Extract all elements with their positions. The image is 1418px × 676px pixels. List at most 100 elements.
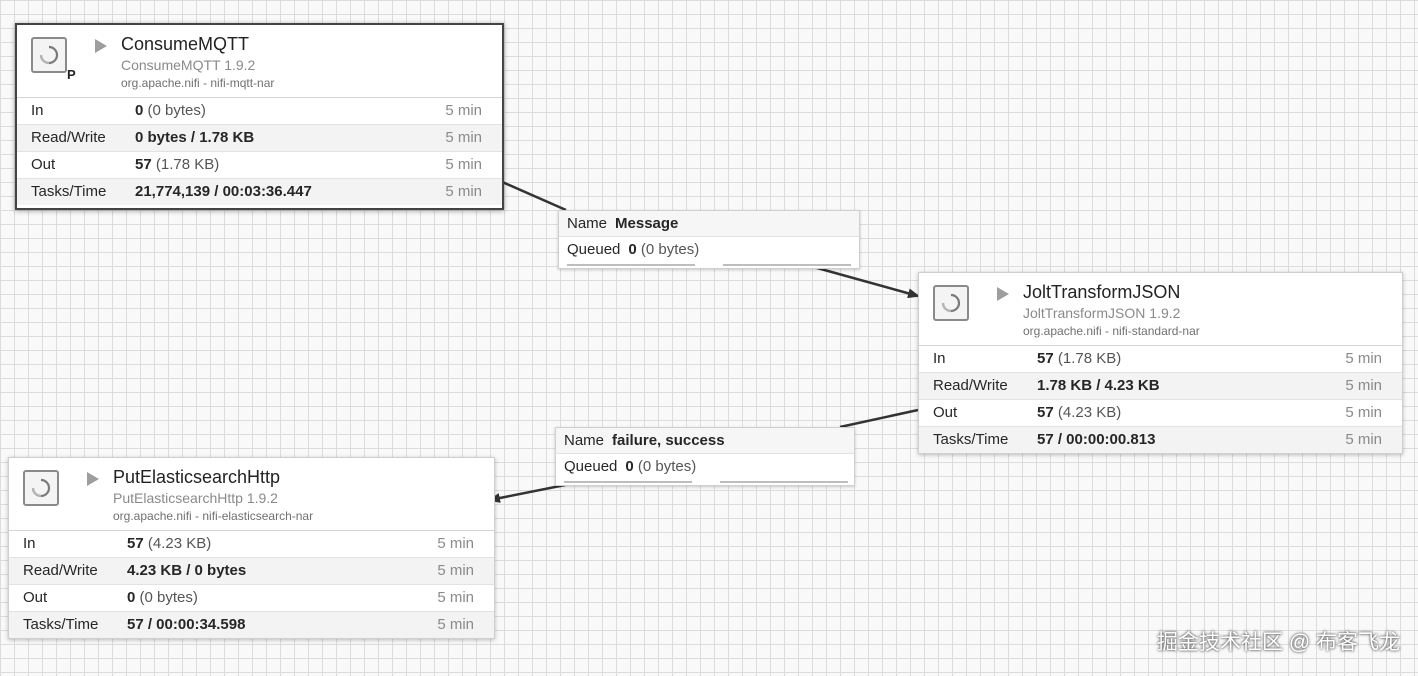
processor-type: JoltTransformJSON 1.9.2	[1023, 305, 1181, 321]
stat-time: 5 min	[1345, 350, 1382, 367]
processor-stats: In 57 (4.23 KB) 5 min Read/Write 4.23 KB…	[9, 530, 494, 638]
processor-icon	[23, 470, 59, 506]
stat-detail: (0 bytes)	[147, 102, 206, 119]
processor-bundle: org.apache.nifi - nifi-elasticsearch-nar	[113, 509, 314, 523]
connection-queued-row: Queued 0 (0 bytes)	[559, 237, 859, 262]
stat-time: 5 min	[437, 562, 474, 579]
processor-stats: In 0 (0 bytes) 5 min Read/Write 0 bytes …	[17, 97, 502, 205]
run-state-icon[interactable]	[95, 39, 107, 53]
stat-value: 0	[127, 589, 136, 606]
stat-time: 5 min	[1345, 404, 1382, 421]
stat-row-readwrite: Read/Write 4.23 KB / 0 bytes 5 min	[9, 558, 494, 585]
stat-label: Read/Write	[23, 562, 98, 579]
stat-row-out: Out 57 (1.78 KB) 5 min	[17, 152, 502, 179]
processor-bundle: org.apache.nifi - nifi-mqtt-nar	[121, 76, 275, 90]
connection-queued-detail: (0 bytes)	[640, 241, 700, 258]
stat-label: In	[933, 350, 946, 367]
stat-value: 57 / 00:00:00.813	[1037, 431, 1156, 448]
connection-queued-label: Queued	[564, 458, 618, 475]
stat-value: 4.23 KB / 0 bytes	[127, 562, 247, 579]
stat-label: Out	[31, 156, 56, 173]
stat-value: 57	[1037, 404, 1054, 421]
stat-row-in: In 0 (0 bytes) 5 min	[17, 98, 502, 125]
processor-bundle: org.apache.nifi - nifi-standard-nar	[1023, 324, 1200, 338]
watermark: 掘金技术社区 @ 布客飞龙	[1157, 631, 1400, 654]
stat-time: 5 min	[1345, 431, 1382, 448]
connection-name-row: Name Message	[559, 211, 859, 237]
stat-value: 57	[127, 535, 144, 552]
processor-name: ConsumeMQTT	[121, 34, 250, 54]
connection-queued-count: 0	[628, 241, 637, 258]
connection-queued-label: Queued	[567, 241, 621, 258]
stat-time: 5 min	[445, 183, 482, 200]
stat-value: 1.78 KB / 4.23 KB	[1037, 377, 1160, 394]
stat-value: 57	[135, 156, 152, 173]
stat-detail: (0 bytes)	[139, 589, 198, 606]
processor-consumemqtt[interactable]: P ConsumeMQTT ConsumeMQTT 1.9.2 org.apac…	[15, 23, 504, 210]
processor-header: PutElasticsearchHttp PutElasticsearchHtt…	[9, 458, 494, 530]
connection-line-message-a[interactable]	[499, 179, 567, 212]
connection-queued-count: 0	[625, 458, 634, 475]
stat-label: Out	[23, 589, 48, 606]
backpressure-bars	[556, 479, 854, 485]
processor-putelasticsearchhttp[interactable]: PutElasticsearchHttp PutElasticsearchHtt…	[8, 457, 495, 639]
stat-time: 5 min	[445, 156, 482, 173]
stat-label: Out	[933, 404, 958, 421]
stat-row-in: In 57 (4.23 KB) 5 min	[9, 531, 494, 558]
stat-label: In	[23, 535, 36, 552]
stat-label: Tasks/Time	[933, 431, 1009, 448]
stat-value: 57	[1037, 350, 1054, 367]
stat-row-tasks: Tasks/Time 21,774,139 / 00:03:36.447 5 m…	[17, 179, 502, 205]
stat-label: Read/Write	[933, 377, 1008, 394]
connection-label-message[interactable]: Name Message Queued 0 (0 bytes)	[558, 210, 860, 269]
processor-jolttransformjson[interactable]: JoltTransformJSON JoltTransformJSON 1.9.…	[918, 272, 1403, 454]
connection-line-message-b[interactable]	[809, 264, 920, 299]
run-state-icon[interactable]	[87, 472, 99, 486]
processor-type: ConsumeMQTT 1.9.2	[121, 57, 256, 73]
processor-stats: In 57 (1.78 KB) 5 min Read/Write 1.78 KB…	[919, 345, 1402, 453]
stat-detail: (4.23 KB)	[147, 535, 212, 552]
processor-type: PutElasticsearchHttp 1.9.2	[113, 490, 278, 506]
stat-row-out: Out 0 (0 bytes) 5 min	[9, 585, 494, 612]
stat-row-in: In 57 (1.78 KB) 5 min	[919, 346, 1402, 373]
stat-label: Tasks/Time	[23, 616, 99, 633]
stat-value: 0	[135, 102, 144, 119]
stat-value: 0 bytes / 1.78 KB	[135, 129, 255, 146]
stat-detail: (4.23 KB)	[1057, 404, 1122, 421]
connection-name-row: Name failure, success	[556, 428, 854, 454]
stat-row-readwrite: Read/Write 1.78 KB / 4.23 KB 5 min	[919, 373, 1402, 400]
stat-label: Tasks/Time	[31, 183, 107, 200]
processor-header: P ConsumeMQTT ConsumeMQTT 1.9.2 org.apac…	[17, 25, 502, 97]
connection-line-failure-b[interactable]	[488, 482, 571, 503]
stat-time: 5 min	[437, 535, 474, 552]
processor-header: JoltTransformJSON JoltTransformJSON 1.9.…	[919, 273, 1402, 345]
stat-value: 57 / 00:00:34.598	[127, 616, 246, 633]
connection-name-label: Name	[567, 215, 608, 232]
processor-name: PutElasticsearchHttp	[113, 467, 281, 487]
processor-icon	[31, 37, 67, 73]
connection-name-label: Name	[564, 432, 605, 449]
stat-row-tasks: Tasks/Time 57 / 00:00:34.598 5 min	[9, 612, 494, 638]
processor-icon	[933, 285, 969, 321]
stat-time: 5 min	[445, 102, 482, 119]
stat-value: 21,774,139 / 00:03:36.447	[135, 183, 312, 200]
connection-name-value: Message	[615, 215, 679, 232]
stat-label: In	[31, 102, 44, 119]
stat-time: 5 min	[445, 129, 482, 146]
stat-row-readwrite: Read/Write 0 bytes / 1.78 KB 5 min	[17, 125, 502, 152]
connection-name-value: failure, success	[612, 432, 725, 449]
stat-time: 5 min	[1345, 377, 1382, 394]
connection-line-failure-a[interactable]	[839, 408, 919, 429]
stat-row-out: Out 57 (4.23 KB) 5 min	[919, 400, 1402, 427]
primary-node-badge: P	[67, 67, 76, 82]
stat-time: 5 min	[437, 589, 474, 606]
stat-row-tasks: Tasks/Time 57 / 00:00:00.813 5 min	[919, 427, 1402, 453]
stat-detail: (1.78 KB)	[155, 156, 220, 173]
stat-time: 5 min	[437, 616, 474, 633]
stat-detail: (1.78 KB)	[1057, 350, 1122, 367]
stat-label: Read/Write	[31, 129, 106, 146]
run-state-icon[interactable]	[997, 287, 1009, 301]
